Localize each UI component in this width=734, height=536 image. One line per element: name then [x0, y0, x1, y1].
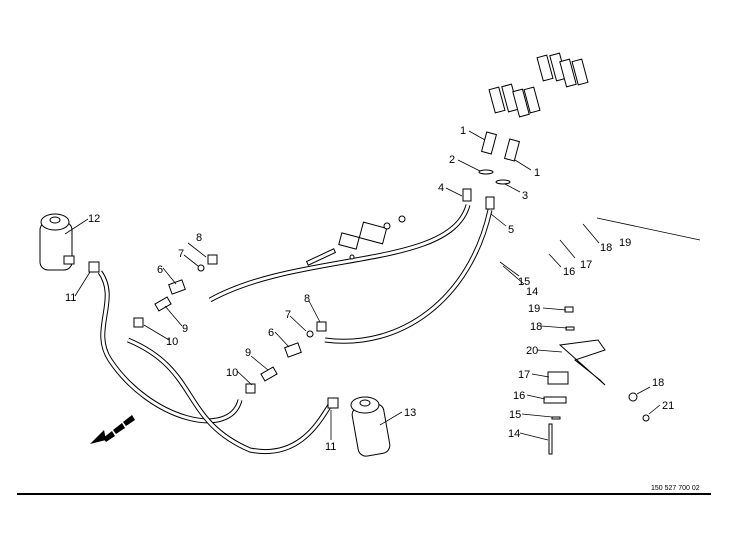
callout: 9 [182, 323, 188, 335]
cylinder-13 [350, 396, 391, 457]
callout: 3 [522, 190, 528, 202]
callout: 8 [196, 232, 202, 244]
callout: 18 [652, 377, 664, 389]
direction-arrow-icon [90, 415, 135, 444]
callout: 16 [513, 390, 525, 402]
leader-lines [64, 130, 701, 441]
callout: 17 [580, 259, 592, 271]
callout: 10 [166, 336, 178, 348]
callout: 4 [438, 182, 444, 194]
hoses [97, 204, 493, 455]
callout: 21 [662, 400, 674, 412]
callout: 19 [528, 303, 540, 315]
callout-labels: 1 1 2 3 4 5 6 7 8 9 10 11 12 6 7 8 9 10 … [65, 125, 674, 453]
callout: 16 [563, 266, 575, 278]
part-number: 150 527 700 02 [651, 485, 700, 492]
callout: 20 [526, 345, 538, 357]
callout: 8 [304, 293, 310, 305]
callout: 11 [325, 441, 336, 453]
callout: 18 [600, 242, 612, 254]
callout: 7 [285, 309, 291, 321]
fittings [88, 131, 650, 455]
callout: 19 [619, 237, 631, 249]
callout: 2 [449, 154, 455, 166]
callout: 15 [518, 276, 530, 288]
callout: 13 [404, 407, 416, 419]
callout: 7 [178, 248, 184, 260]
callout: 15 [509, 409, 521, 421]
callout: 6 [268, 327, 274, 339]
footer-rule [17, 493, 711, 495]
callout: 11 [65, 292, 76, 304]
callout: 5 [508, 224, 514, 236]
callout: 18 [530, 321, 542, 333]
callout: 1 [534, 167, 540, 179]
callout: 14 [508, 428, 520, 440]
quick-couplers [488, 52, 589, 118]
callout: 9 [245, 347, 251, 359]
callout: 12 [88, 213, 100, 225]
cylinder-12 [39, 213, 75, 271]
callout: 6 [157, 264, 163, 276]
callout: 17 [518, 369, 530, 381]
callout: 1 [460, 125, 466, 137]
callout: 14 [526, 286, 538, 298]
callout: 10 [226, 367, 238, 379]
